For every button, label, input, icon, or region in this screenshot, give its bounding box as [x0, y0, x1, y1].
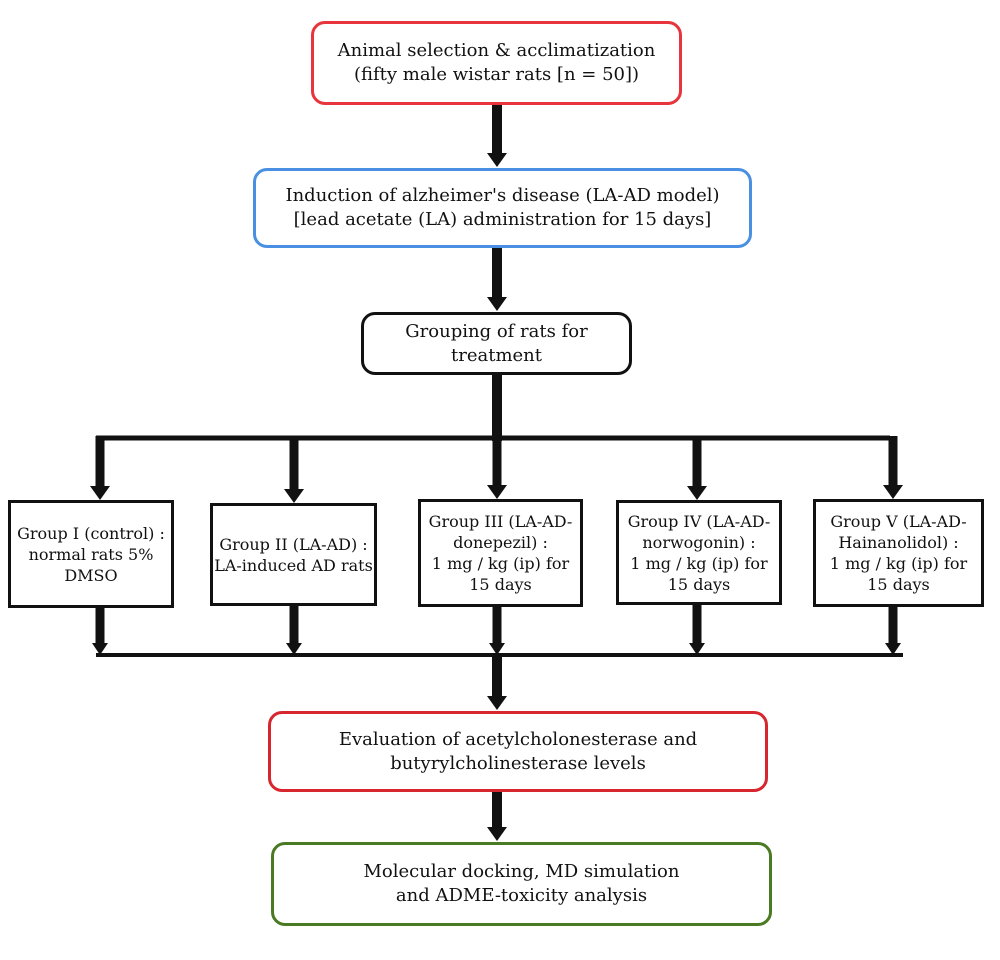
group-4-line4: 15 days	[667, 574, 731, 594]
step-induction-line2: [lead acetate (LA) administration for 15…	[293, 209, 712, 230]
arrow-from-group-5-head	[885, 643, 901, 655]
group-5-box: Group V (LA-AD- Hainanolidol) : 1 mg / k…	[813, 499, 984, 607]
group-3-line1: Group III (LA-AD-	[428, 512, 573, 531]
step-grouping: Grouping of rats for treatment	[361, 312, 632, 375]
arrow-from-group-3-head	[489, 643, 505, 655]
arrow-to-group-3-head	[487, 485, 507, 499]
arrow-from-group-4-head	[689, 643, 705, 655]
group-4-line2: norwogonin) :	[642, 532, 756, 552]
arrow-from-group-2-head	[286, 643, 302, 655]
arrow-to-group-2-head	[284, 489, 304, 503]
group-5-line1: Group V (LA-AD-	[830, 512, 967, 531]
step-induction-line1: Induction of alzheimer's disease (LA-AD …	[285, 185, 720, 206]
step-animal-selection: Animal selection & acclimatization (fift…	[311, 21, 682, 105]
group-3-line2: donepezil) :	[453, 533, 548, 552]
group-4-line3: 1 mg / kg (ip) for	[630, 553, 768, 573]
step-evaluation-line1: Evaluation of acetylcholonesterase and	[338, 728, 698, 750]
arrow-collector-to-evaluation-head	[487, 696, 507, 710]
group-3-line4: 15 days	[469, 575, 532, 594]
group-4-line1: Group IV (LA-AD-	[627, 511, 771, 531]
group-1-line1: Group I (control) :	[17, 523, 165, 543]
group-1-line2: normal rats 5% DMSO	[28, 544, 154, 585]
step-docking-line1: Molecular docking, MD simulation	[363, 861, 680, 882]
group-2-box: Group II (LA-AD) : LA-induced AD rats	[210, 503, 377, 606]
group-5-line2: Hainanolidol) :	[838, 533, 959, 552]
group-2-line2: LA-induced AD rats	[214, 555, 373, 575]
arrow-from-group-1-head	[92, 643, 108, 655]
arrow-to-group-5-head	[883, 485, 903, 499]
group-3-box: Group III (LA-AD- donepezil) : 1 mg / kg…	[418, 499, 583, 607]
step-docking-line2: and ADME-toxicity analysis	[395, 885, 648, 906]
step-evaluation: Evaluation of acetylcholonesterase and b…	[268, 711, 768, 792]
step-grouping-line1: Grouping of rats for treatment	[405, 320, 588, 366]
arrow-evaluation-to-docking-head	[487, 827, 507, 841]
group-2-line1: Group II (LA-AD) :	[219, 534, 368, 554]
step-evaluation-line2: butyrylcholinesterase levels	[390, 752, 646, 774]
arrow-to-group-1-head	[90, 486, 110, 500]
group-5-line4: 15 days	[867, 575, 930, 594]
arrow-to-group-4-head	[687, 486, 707, 500]
step-animal-selection-line1: Animal selection & acclimatization	[337, 40, 656, 61]
group-4-box: Group IV (LA-AD- norwogonin) : 1 mg / kg…	[616, 500, 782, 605]
step-docking: Molecular docking, MD simulation and ADM…	[271, 842, 772, 926]
group-3-line3: 1 mg / kg (ip) for	[431, 554, 570, 573]
step-animal-selection-line2: (fifty male wistar rats [n = 50])	[353, 64, 640, 85]
step-induction: Induction of alzheimer's disease (LA-AD …	[253, 168, 752, 248]
group-5-line3: 1 mg / kg (ip) for	[829, 554, 968, 573]
arrow-induction-to-grouping-head	[487, 297, 507, 311]
arrow-selection-to-induction-head	[487, 153, 507, 167]
group-1-box: Group I (control) : normal rats 5% DMSO	[8, 500, 174, 608]
